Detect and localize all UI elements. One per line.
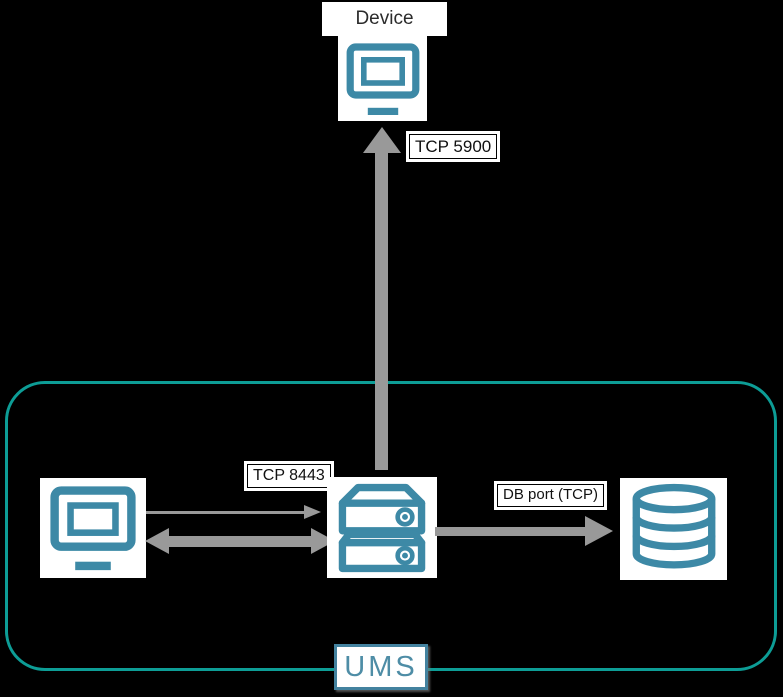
ums-server-node [327,477,437,578]
database-cylinder-icon [632,483,715,569]
arrow-up-head-icon [363,127,401,153]
device-node-title: Device [322,2,447,36]
monitor-icon [346,42,419,115]
monitor-icon [50,486,136,571]
arrow-right-head-icon [304,505,321,519]
arrow-right-head-icon [585,516,613,546]
arrow-console-to-server-shaft [146,511,306,514]
console-node [40,478,146,578]
arrow-left-head-icon [145,528,169,554]
ums-container-title: UMS [334,644,428,690]
arrow-server-to-database-shaft [435,527,587,536]
port-label-tcp-8443: TCP 8443 [247,464,331,488]
database-node [620,478,727,580]
port-label-tcp-5900: TCP 5900 [409,134,498,160]
arrow-bidirectional-shaft [167,536,313,547]
server-rack-icon [338,483,426,572]
device-node [338,36,427,121]
arrow-server-to-device-shaft [375,151,388,470]
port-label-db-port: DB port (TCP) [497,484,605,507]
